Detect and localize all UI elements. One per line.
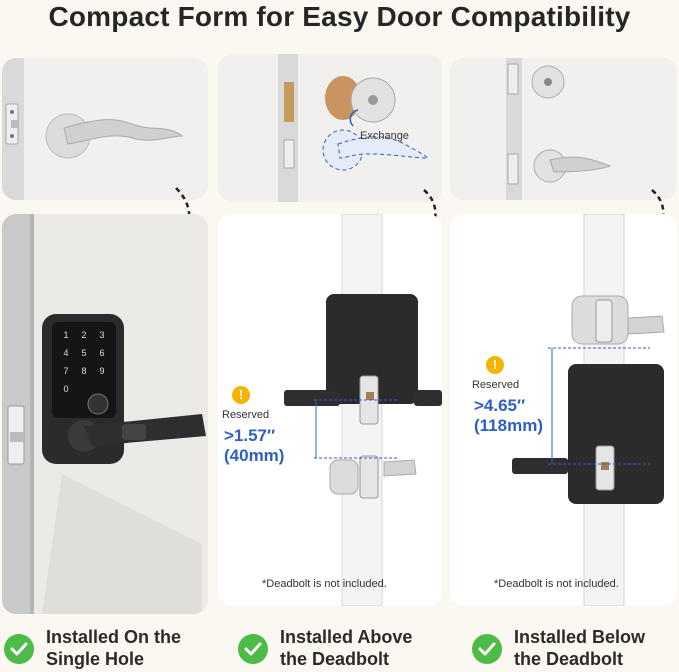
keypad-key[interactable]: 7 [63, 366, 69, 376]
caption-line1: Installed Above [280, 627, 413, 647]
keypad: 1 2 3 4 5 6 7 8 9 0 [58, 330, 114, 404]
caption-line1: Installed On the [46, 627, 182, 647]
caption-line2: the Deadbolt [280, 649, 390, 669]
warning-icon: ! [232, 386, 250, 404]
caption-text: Installed Above the Deadbolt [280, 626, 412, 670]
smart-lock-above-deadbolt-illustration [284, 214, 442, 606]
dimension-inches: >1.57″ [224, 426, 276, 445]
top-panel-1 [2, 58, 208, 200]
exchange-label: Exchange [360, 130, 409, 142]
caption-3: Installed Below the Deadbolt [472, 626, 677, 670]
smart-lock-below-deadbolt-illustration [512, 214, 665, 606]
deadbolt-and-lever-illustration [506, 58, 612, 200]
caption-line1: Installed Below [514, 627, 646, 647]
reserved-label: Reserved [222, 409, 270, 421]
caption-1: Installed On the Single Hole [4, 626, 209, 670]
check-icon [4, 634, 34, 664]
keypad-key[interactable]: 6 [99, 348, 105, 358]
keypad-key[interactable]: 8 [81, 366, 87, 376]
dimension-inches: >4.65″ [474, 396, 526, 415]
caption-2: Installed Above the Deadbolt [238, 626, 443, 670]
top-panel-3 [450, 58, 677, 200]
keypad-key[interactable]: 9 [99, 366, 105, 376]
warning-icon: ! [486, 356, 504, 374]
deadbolt-note: *Deadbolt is not included. [262, 578, 387, 590]
deadbolt-note: *Deadbolt is not included. [494, 578, 619, 590]
keypad-key[interactable]: 3 [99, 330, 105, 340]
caption-text: Installed Below the Deadbolt [514, 626, 645, 670]
keypad-key[interactable]: 4 [63, 348, 69, 358]
dimension-mm: (40mm) [224, 446, 285, 465]
bottom-panel-1: 1 2 3 4 5 6 7 8 9 0 [2, 214, 208, 614]
lever-handle-illustration [2, 58, 184, 200]
keypad-key[interactable]: 2 [81, 330, 87, 340]
reserved-label: Reserved [472, 379, 520, 391]
smart-lock-single-hole-illustration [2, 214, 206, 614]
check-icon [238, 634, 268, 664]
keypad-key[interactable]: 1 [63, 330, 69, 340]
exchange-illustration [278, 54, 430, 202]
caption-line2: Single Hole [46, 649, 145, 669]
page-title: Compact Form for Easy Door Compatibility [48, 1, 631, 32]
caption-text: Installed On the Single Hole [46, 626, 181, 670]
bottom-panel-2: ! Reserved >1.57″ (40mm) *Deadbolt is no… [218, 214, 442, 606]
keypad-key[interactable]: 0 [63, 384, 69, 394]
check-icon [472, 634, 502, 664]
caption-line2: the Deadbolt [514, 649, 624, 669]
top-panel-2: Exchange [218, 54, 442, 202]
dimension-mm: (118mm) [474, 416, 543, 435]
keypad-key[interactable]: 5 [81, 348, 87, 358]
bottom-panel-3: ! Reserved >4.65″ (118mm) *Deadbolt is n… [450, 214, 677, 606]
